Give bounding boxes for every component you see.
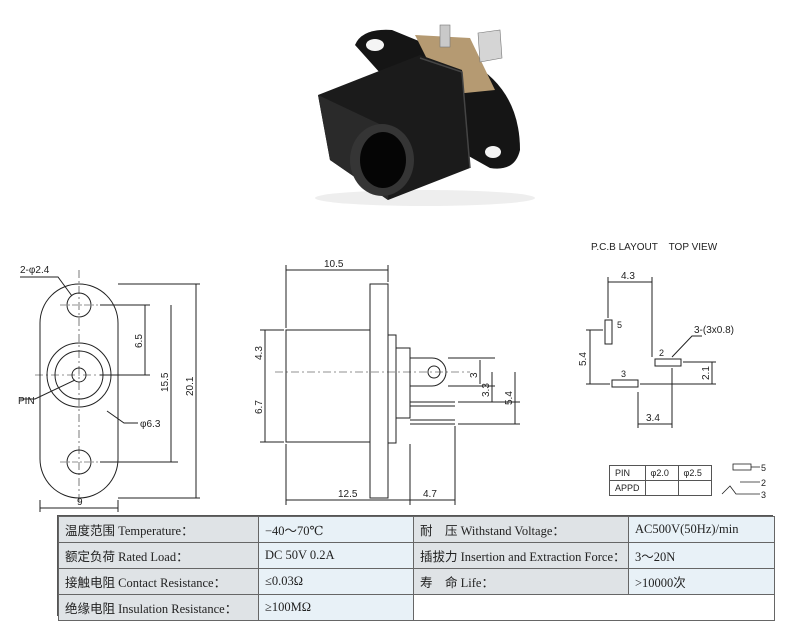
dim-4-3-side: 4.3	[254, 346, 265, 360]
pcb-layout-drawing	[586, 277, 716, 428]
product-photo	[315, 24, 535, 206]
dim-12-5: 12.5	[338, 489, 358, 500]
specification-table: 温度范围 Temperature： −40～70℃ 耐 压 Withstand …	[57, 515, 775, 621]
pcb-pad-size-label: 3-(3x0.8)	[694, 325, 734, 336]
schematic-pin-3: 3	[761, 490, 766, 500]
table-row: APPD	[609, 480, 712, 496]
schematic-pin-5: 5	[761, 463, 766, 473]
table-cell: φ2.0	[644, 465, 679, 481]
spec-label: 接触电阻 Contact Resistance：	[58, 568, 259, 595]
table-row: 温度范围 Temperature： −40～70℃ 耐 压 Withstand …	[58, 516, 775, 543]
pad-2-label: 2	[659, 348, 664, 358]
dim-5-4-side: 5.4	[504, 391, 515, 405]
table-cell: φ2.5	[677, 465, 712, 481]
spec-value: AC500V(50Hz)/min	[628, 516, 775, 543]
spec-label: 额定负荷 Rated Load：	[58, 542, 259, 569]
spec-value: 3～20N	[628, 542, 775, 569]
dim-15-5: 15.5	[160, 372, 171, 392]
spec-value: −40～70℃	[258, 516, 414, 543]
pad-3-label: 3	[621, 369, 626, 379]
table-cell: APPD	[609, 480, 646, 496]
dim-6-5: 6.5	[134, 334, 145, 348]
dim-6-7: 6.7	[254, 400, 265, 414]
table-cell	[644, 480, 679, 496]
pin-label: PIN	[18, 396, 35, 407]
pcb-offset-dimension: 2.1	[701, 366, 712, 380]
side-width-dimension: 10.5	[324, 259, 344, 270]
spec-value: ≥100MΩ	[258, 594, 414, 621]
hole-dimension-label: 2-φ2.4	[20, 265, 50, 276]
dim-3-3: 3.3	[481, 383, 492, 397]
spec-label: 寿 命 Life：	[413, 568, 629, 595]
table-cell: PIN	[609, 465, 646, 481]
spec-value: >10000次	[628, 568, 775, 595]
spec-label: 耐 压 Withstand Voltage：	[413, 516, 629, 543]
dim-4-7: 4.7	[423, 489, 437, 500]
jack-schematic-symbol	[721, 463, 760, 495]
spec-label: 绝缘电阻 Insulation Resistance：	[58, 594, 259, 621]
table-row: 绝缘电阻 Insulation Resistance： ≥100MΩ	[58, 594, 775, 621]
spec-label: 温度范围 Temperature：	[58, 516, 259, 543]
pcb-height-dimension: 5.4	[578, 352, 589, 366]
empty-cell	[413, 594, 775, 621]
dim-20-1: 20.1	[185, 376, 196, 396]
pad-5-label: 5	[617, 320, 622, 330]
pcb-bottom-dimension: 3.4	[646, 413, 660, 424]
spec-value: DC 50V 0.2A	[258, 542, 414, 569]
pin-diameter-table: PIN φ2.0 φ2.5 APPD	[609, 465, 712, 496]
schematic-pin-2: 2	[761, 478, 766, 488]
front-view-drawing	[20, 270, 200, 512]
side-view-drawing	[260, 265, 520, 505]
pcb-layout-title: P.C.B LAYOUT TOP VIEW	[591, 242, 718, 253]
spec-label: 插拔力 Insertion and Extraction Force：	[413, 542, 629, 569]
front-width-dimension: 9	[77, 497, 83, 508]
dim-3: 3	[469, 372, 480, 378]
bore-dimension-label: φ6.3	[140, 419, 161, 430]
table-row: 接触电阻 Contact Resistance： ≤0.03Ω 寿 命 Life…	[58, 568, 775, 595]
table-cell	[677, 480, 712, 496]
pcb-width-dimension: 4.3	[621, 271, 635, 282]
table-row: PIN φ2.0 φ2.5	[609, 465, 712, 481]
table-row: 额定负荷 Rated Load： DC 50V 0.2A 插拔力 Inserti…	[58, 542, 775, 569]
spec-value: ≤0.03Ω	[258, 568, 414, 595]
